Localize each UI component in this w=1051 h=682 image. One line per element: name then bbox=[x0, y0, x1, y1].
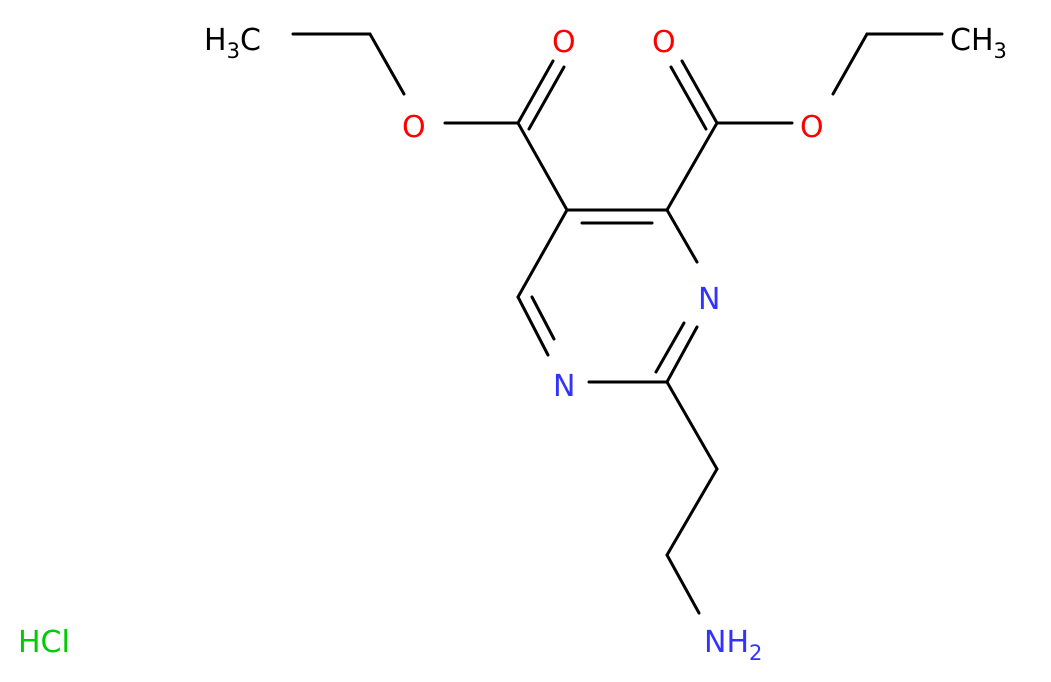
bonds bbox=[291, 32, 944, 615]
bond-n1-c6 bbox=[516, 295, 550, 357]
ch3-right-subscript: 3 bbox=[994, 39, 1007, 63]
o-ester-right-label: O bbox=[800, 110, 824, 145]
o-carbonyl-right-label: O bbox=[652, 25, 676, 60]
nh2-label: NH2 bbox=[704, 625, 762, 665]
bond-c6-c5 bbox=[516, 208, 569, 299]
hcl-salt-label: HCl bbox=[18, 625, 70, 660]
ch3-left-c: C bbox=[240, 23, 261, 58]
bond-c-c5 bbox=[516, 121, 569, 212]
n-ring-left-label: N bbox=[553, 369, 575, 404]
bond-ch2-ch2 bbox=[665, 467, 719, 557]
bond-co-double-right-a bbox=[680, 59, 719, 125]
atom-labels: H3C CH3 O O O O N N NH2 HCl bbox=[18, 23, 1007, 665]
bond-c-c4 bbox=[665, 121, 719, 212]
bond-ch2-o-left bbox=[368, 32, 406, 96]
bond-n3-c2 bbox=[665, 325, 699, 384]
nh2-nh: NH bbox=[704, 625, 749, 660]
o-ester-left-label: O bbox=[402, 110, 426, 145]
ch3-left-label: H3C bbox=[204, 23, 261, 63]
ch3-left-subscript: 3 bbox=[227, 39, 240, 63]
ch3-right-label: CH3 bbox=[950, 23, 1007, 63]
bond-n1-c6-inner bbox=[530, 295, 556, 341]
bond-c2-ch2 bbox=[665, 380, 719, 471]
o-carbonyl-left-label: O bbox=[552, 25, 576, 60]
bond-co-double-left-a bbox=[516, 59, 555, 125]
bond-co-double-right-b bbox=[669, 65, 708, 131]
nh2-subscript: 2 bbox=[749, 641, 762, 665]
ch3-right-ch: CH bbox=[950, 23, 994, 58]
bond-ch2-o-right bbox=[831, 32, 869, 96]
n-ring-right-label: N bbox=[698, 282, 720, 317]
bond-ch2-nh2 bbox=[665, 553, 701, 615]
bond-c4-n3 bbox=[665, 208, 699, 264]
ch3-left-h: H bbox=[204, 23, 227, 58]
bond-n3-c2-inner bbox=[654, 321, 686, 374]
bond-co-double-left-b bbox=[527, 65, 566, 131]
